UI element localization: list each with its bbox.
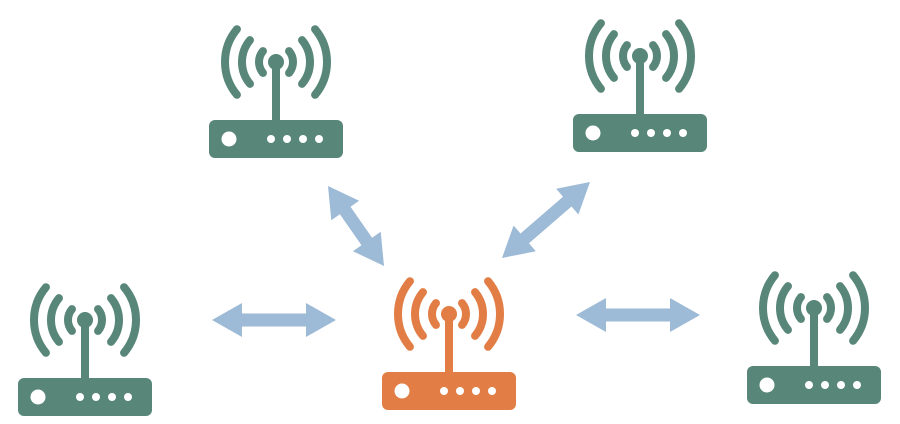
signal-wave-right-3	[484, 277, 504, 351]
status-led	[124, 393, 132, 401]
antenna-stem	[81, 320, 89, 380]
link-arrow-router-top-right	[502, 182, 590, 258]
status-led	[456, 387, 464, 395]
wifi-router-icon	[382, 277, 516, 410]
router-left	[18, 283, 152, 416]
signal-wave-right-2	[662, 30, 678, 82]
router-body	[209, 120, 343, 158]
signal-wave-right-3	[120, 283, 140, 357]
wifi-router-icon	[209, 25, 343, 158]
router-body	[573, 114, 707, 152]
double-arrow-icon	[502, 182, 590, 258]
antenna-stem	[636, 56, 644, 116]
signal-wave-left-1	[793, 293, 805, 323]
status-led	[679, 129, 687, 137]
status-led	[488, 387, 496, 395]
router-body	[18, 378, 152, 416]
status-led	[472, 387, 480, 395]
signal-wave-left-2	[238, 36, 254, 88]
signal-wave-left-2	[776, 282, 792, 334]
wifi-router-icon	[18, 283, 152, 416]
router-center	[382, 277, 516, 410]
status-led	[440, 387, 448, 395]
status-led	[315, 135, 323, 143]
status-led	[267, 135, 275, 143]
status-led	[837, 381, 845, 389]
signal-wave-left-3	[394, 277, 414, 351]
status-led	[663, 129, 671, 137]
signal-wave-left-1	[64, 305, 76, 335]
link-arrow-router-top-left	[328, 186, 384, 266]
link-arrow-router-right	[576, 298, 700, 332]
signal-wave-left-3	[30, 283, 50, 357]
antenna-stem	[272, 62, 280, 122]
router-top-left	[209, 25, 343, 158]
router-body	[747, 366, 881, 404]
antenna-tip	[268, 54, 284, 70]
antenna-tip	[632, 48, 648, 64]
signal-wave-right-2	[471, 288, 487, 340]
signal-wave-left-2	[47, 294, 63, 346]
signal-wave-right-3	[849, 271, 869, 345]
power-led	[394, 383, 410, 399]
signal-wave-left-1	[255, 47, 267, 77]
nodes-layer	[18, 19, 881, 416]
wifi-router-icon	[573, 19, 707, 152]
signal-wave-right-1	[458, 299, 470, 329]
power-led	[30, 389, 46, 405]
router-right	[747, 271, 881, 404]
signal-wave-right-2	[298, 36, 314, 88]
signal-wave-left-3	[585, 19, 605, 93]
status-led	[821, 381, 829, 389]
signal-wave-right-1	[285, 47, 297, 77]
links-layer	[212, 182, 700, 337]
antenna-stem	[445, 314, 453, 374]
signal-wave-left-3	[759, 271, 779, 345]
signal-wave-right-1	[649, 41, 661, 71]
signal-wave-left-1	[428, 299, 440, 329]
antenna-tip	[441, 306, 457, 322]
power-led	[759, 377, 775, 393]
status-led	[647, 129, 655, 137]
signal-wave-left-2	[411, 288, 427, 340]
status-led	[805, 381, 813, 389]
status-led	[92, 393, 100, 401]
wifi-router-icon	[747, 271, 881, 404]
double-arrow-icon	[328, 186, 384, 266]
router-top-right	[573, 19, 707, 152]
signal-wave-right-3	[675, 19, 695, 93]
status-led	[853, 381, 861, 389]
signal-wave-right-2	[107, 294, 123, 346]
signal-wave-right-3	[311, 25, 331, 99]
link-arrow-router-left	[212, 303, 336, 337]
double-arrow-icon	[576, 298, 700, 332]
signal-wave-left-2	[602, 30, 618, 82]
signal-wave-left-3	[221, 25, 241, 99]
double-arrow-icon	[212, 303, 336, 337]
status-led	[283, 135, 291, 143]
power-led	[221, 131, 237, 147]
antenna-tip	[77, 312, 93, 328]
status-led	[299, 135, 307, 143]
signal-wave-right-2	[836, 282, 852, 334]
signal-wave-right-1	[94, 305, 106, 335]
status-led	[108, 393, 116, 401]
antenna-tip	[806, 300, 822, 316]
antenna-stem	[810, 308, 818, 368]
power-led	[585, 125, 601, 141]
router-body	[382, 372, 516, 410]
status-led	[631, 129, 639, 137]
signal-wave-right-1	[823, 293, 835, 323]
status-led	[76, 393, 84, 401]
signal-wave-left-1	[619, 41, 631, 71]
